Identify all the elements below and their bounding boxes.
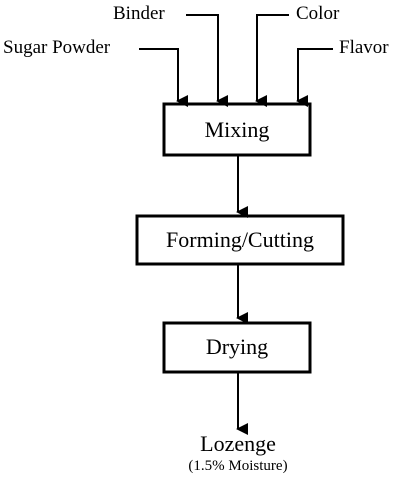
step-drying-label: Drying [205, 334, 269, 359]
output-moisture-note: (1.5% Moisture) [188, 458, 288, 474]
drying-box [162, 321, 312, 374]
input-binder-label: Binder [113, 3, 165, 24]
arrow-flavor [296, 48, 333, 107]
arrow-color [255, 14, 289, 107]
input-sugar-powder-label: Sugar Powder [3, 37, 111, 58]
arrow-binder [186, 14, 228, 107]
arrow-sugar-powder [139, 48, 188, 107]
mixing-box [162, 102, 312, 157]
input-flavor-label: Flavor [339, 37, 389, 58]
input-color-label: Color [296, 3, 340, 24]
step-mixing-label: Mixing [204, 117, 270, 142]
output-lozenge-label: Lozenge [200, 431, 276, 456]
step-forming-cutting-label: Forming/Cutting [166, 227, 314, 252]
forming-cutting-box [135, 214, 345, 266]
